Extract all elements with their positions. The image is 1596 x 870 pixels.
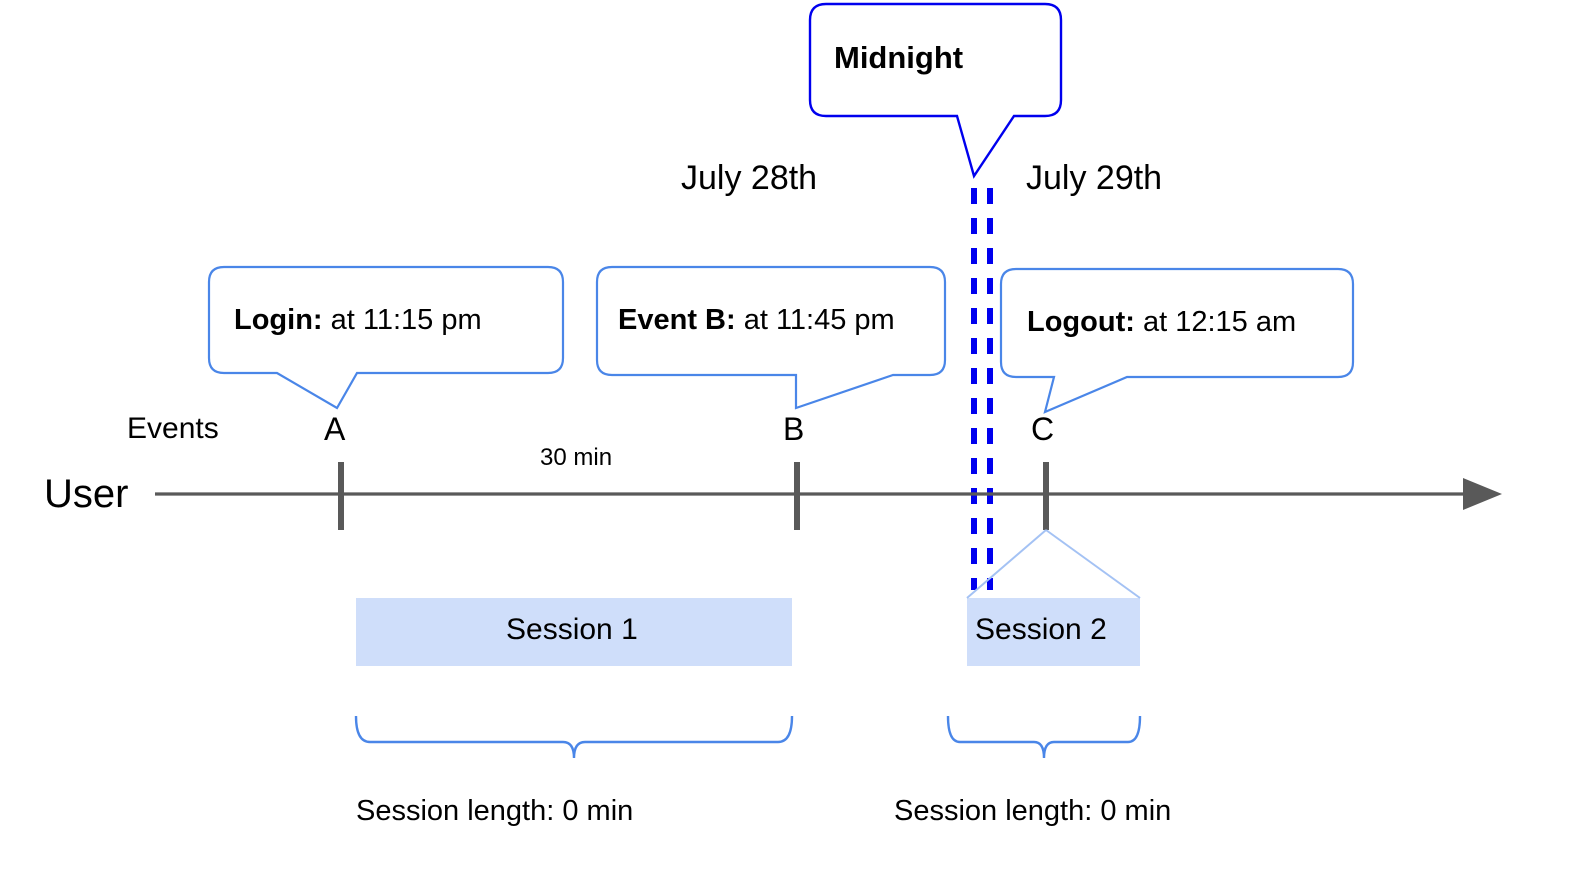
callout-logout-rest: at 12:15 am — [1134, 306, 1297, 338]
session-2-bar — [967, 598, 1140, 666]
session-1-brace — [354, 715, 794, 759]
row-label-events: Events — [127, 412, 219, 445]
timeline-axis — [155, 478, 1502, 510]
callout-event-b-bold: Event B: — [618, 304, 736, 336]
callout-event-b-shape — [595, 265, 947, 410]
callout-logout-shape — [999, 267, 1355, 414]
callout-login-rest: at 11:15 pm — [322, 304, 482, 336]
session-1-bar — [356, 598, 792, 666]
callout-event-b-label: Event B: at 11:45 pm — [618, 306, 895, 335]
session-1-length-label: Session length: 0 min — [356, 795, 634, 827]
callout-event-b-rest: at 11:45 pm — [735, 304, 895, 336]
session-2-leader-lines — [966, 529, 1141, 599]
callout-login-bold: Login: — [234, 304, 323, 336]
session-2-length-label: Session length: 0 min — [894, 795, 1172, 827]
marker-label-a: A — [324, 411, 346, 447]
row-label-user: User — [44, 472, 129, 516]
midnight-callout-shape — [808, 2, 1063, 179]
interval-label: 30 min — [540, 444, 613, 471]
date-label-left: July 28th — [681, 159, 818, 197]
midnight-dashed-lines — [971, 188, 993, 590]
callout-login-label: Login: at 11:15 pm — [234, 306, 482, 335]
marker-label-b: B — [783, 411, 805, 447]
midnight-callout-label: Midnight — [834, 40, 964, 75]
date-label-right: July 29th — [1026, 159, 1163, 197]
callout-logout-label: Logout: at 12:15 am — [1027, 308, 1296, 337]
marker-label-c: C — [1031, 411, 1055, 447]
callout-login-shape — [207, 265, 565, 410]
callout-logout-bold: Logout: — [1027, 306, 1135, 338]
session-2-label: Session 2 — [975, 613, 1107, 646]
session-1-label: Session 1 — [506, 613, 638, 646]
session-2-brace — [946, 715, 1142, 759]
